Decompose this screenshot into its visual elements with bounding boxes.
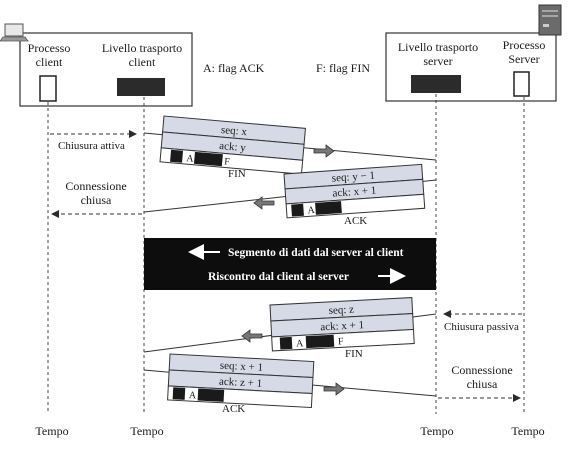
client-transport-label-2: client [129,55,156,69]
ack-server-seq: seq: y − 1 [331,170,375,185]
client-closed-label-1: Connessione [65,179,126,193]
fin-client-seq: seq: x [220,124,247,138]
client-transport-label-1: Livello trasporto [102,41,182,55]
fin-client-label: FIN [228,168,246,180]
ack-server-direction-arrow [253,196,275,210]
banner-line-1: Segmento di dati dal server al client [228,247,404,259]
ack-client-seq: seq: x + 1 [220,360,264,374]
legend-fin-flag: F: flag FIN [316,61,370,75]
fin-client-ack: ack: y [219,140,247,154]
fin-server-label: FIN [345,348,363,360]
server-tower-icon [538,4,562,36]
server-transport-block [411,75,461,93]
ack-server-flag-a: A [307,205,316,217]
ack-client-direction-arrow [323,382,345,396]
passive-close-label: Chiusura passiva [444,321,519,333]
fin-server-ack: ack: x + 1 [320,319,364,333]
fin-server-seq: seq: z [328,304,354,317]
data-transfer-banner: Segmento di dati dal server al client Ri… [144,238,436,290]
ack-server-segment: seq: y − 1 ack: x + 1 A [283,163,426,219]
time-label-client-process: Tempo [35,424,68,438]
client-closed-label-2: chiusa [81,193,112,207]
legend-ack-flag: A: flag ACK [203,61,265,75]
fin-server-direction-arrow [241,329,263,343]
ack-client-flag-a: A [189,390,198,401]
server-transport-label-2: server [423,54,452,68]
banner-line-2: Riscontro dal client al server [208,271,349,283]
server-closed-label-1: Connessione [451,363,512,377]
client-transport-block [117,78,165,96]
fin-client-segment: seq: x ack: y A F [159,115,307,175]
active-close-label: Chiusura attiva [58,140,125,152]
fin-client-direction-arrow [313,144,335,158]
fin-server-flag-a: A [296,338,305,349]
laptop-icon [0,23,29,42]
ack-client-label: ACK [222,403,245,415]
server-process-label-2: Server [508,52,539,66]
server-process-block [513,71,530,97]
server-closed-label-2: chiusa [467,377,498,391]
client-box: Processo client Livello trasporto client [19,32,193,107]
time-label-client-transport: Tempo [130,424,163,438]
ack-client-ack: ack: z + 1 [219,376,263,390]
time-label-server-transport: Tempo [420,424,453,438]
ack-server-ack: ack: x + 1 [332,185,377,200]
fin-client-flag-a: A [186,153,195,165]
client-process-label-1: Processo [28,41,71,55]
server-process-label-1: Processo [503,38,546,52]
time-label-server-process: Tempo [511,424,544,438]
fin-server-flag-f: F [338,336,345,347]
client-process-block [39,75,57,102]
client-process-label-2: client [36,55,63,69]
server-transport-label-1: Livello trasporto [398,40,478,54]
server-box: Livello trasporto server Processo Server [385,32,557,102]
ack-client-segment: seq: x + 1 ack: z + 1 A [167,353,315,408]
ack-server-label: ACK [344,215,367,227]
fin-server-segment: seq: z ack: x + 1 A F [269,297,415,352]
fin-client-flag-f: F [224,156,231,167]
